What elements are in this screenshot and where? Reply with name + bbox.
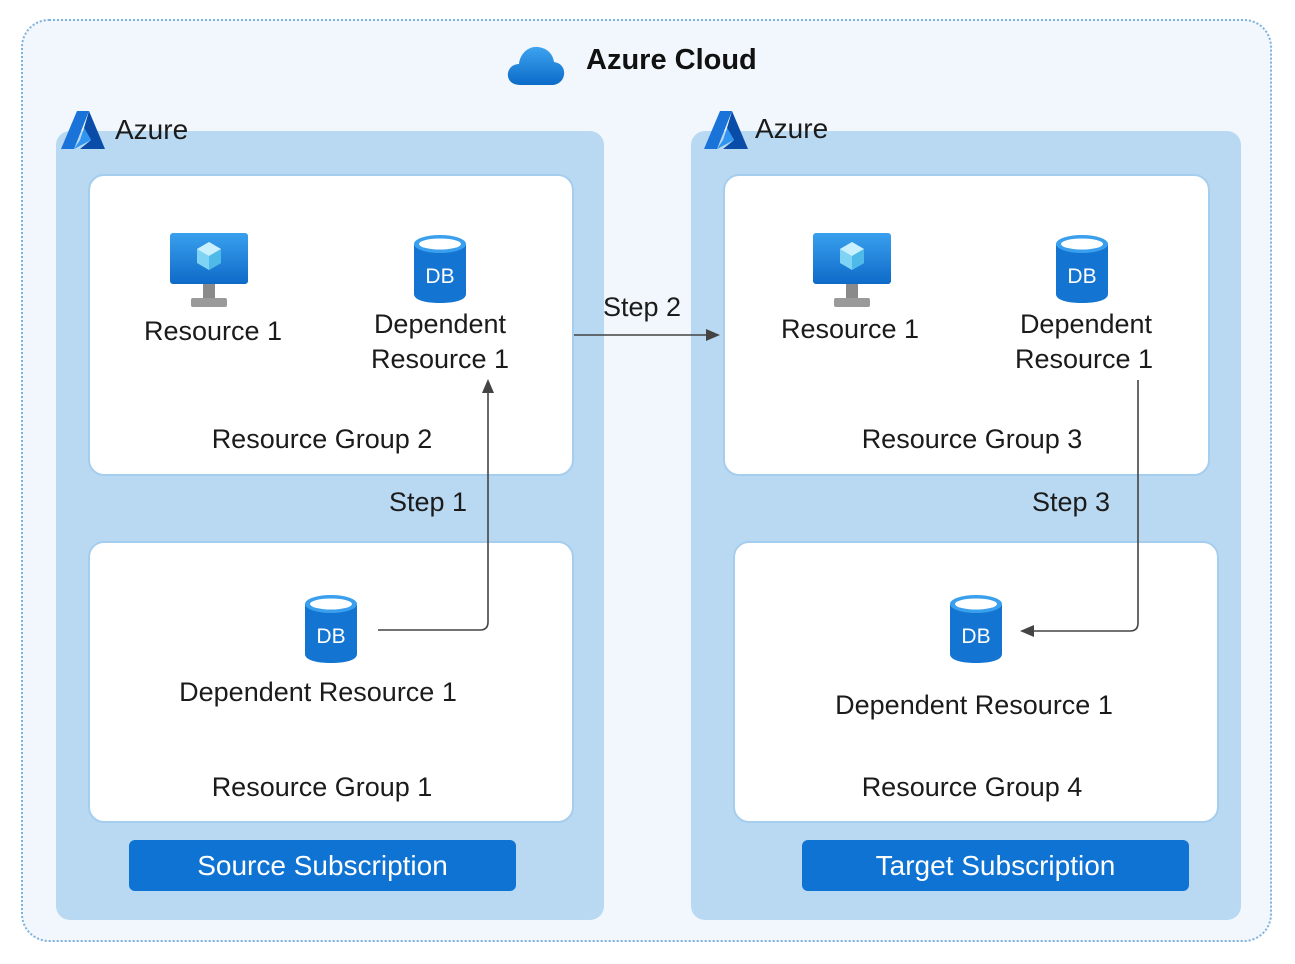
cloud-title: Azure Cloud (586, 44, 757, 76)
virtual-machine-icon (813, 233, 891, 307)
resource-group-name: Resource Group 4 (861, 772, 1083, 802)
resource-group-1-box (88, 541, 574, 823)
database-icon-text: DB (425, 265, 454, 288)
step-1-arrowhead (482, 379, 494, 393)
resource-group-name: Resource Group 2 (211, 424, 433, 454)
dependent-resource-label-line1: Dependent (1019, 309, 1153, 339)
step-2-arrowhead (706, 329, 720, 341)
resource-group-2-box (88, 174, 574, 476)
database-icon-text: DB (961, 625, 990, 648)
database-icon: DB (1056, 235, 1108, 303)
resource-group-name: Resource Group 3 (861, 424, 1083, 454)
dependent-resource-label: Dependent Resource 1 (179, 677, 457, 707)
database-icon: DB (950, 595, 1002, 663)
step-1-label: Step 1 (389, 487, 468, 517)
resource-group-3-box (723, 174, 1210, 476)
resource-label: Resource 1 (781, 314, 920, 344)
cloud-icon (507, 46, 565, 85)
dependent-resource-label: Dependent Resource 1 (835, 690, 1113, 720)
dependent-resource-label-line2: Resource 1 (370, 344, 510, 374)
resource-label: Resource 1 (144, 316, 283, 346)
step-3-label: Step 3 (1032, 487, 1111, 517)
step-1-arrow (378, 392, 489, 631)
step-3-arrowhead (1020, 625, 1034, 637)
dependent-resource-label-line2: Resource 1 (1014, 344, 1154, 374)
database-icon-text: DB (316, 625, 345, 648)
source-subscription-button[interactable]: Source Subscription (129, 840, 516, 891)
database-icon-text: DB (1067, 265, 1096, 288)
azure-logo-icon (704, 111, 748, 149)
azure-logo-icon (61, 111, 105, 149)
step-3-arrow (1034, 380, 1139, 632)
target-subscription-button[interactable]: Target Subscription (802, 840, 1189, 891)
database-icon: DB (305, 595, 357, 663)
step-2-label: Step 2 (603, 292, 682, 322)
database-icon: DB (414, 235, 466, 303)
source-azure-label: Azure (115, 114, 189, 145)
dependent-resource-label-line1: Dependent (373, 309, 507, 339)
target-azure-label: Azure (755, 113, 829, 144)
resource-group-name: Resource Group 1 (211, 772, 433, 802)
virtual-machine-icon (170, 233, 248, 307)
